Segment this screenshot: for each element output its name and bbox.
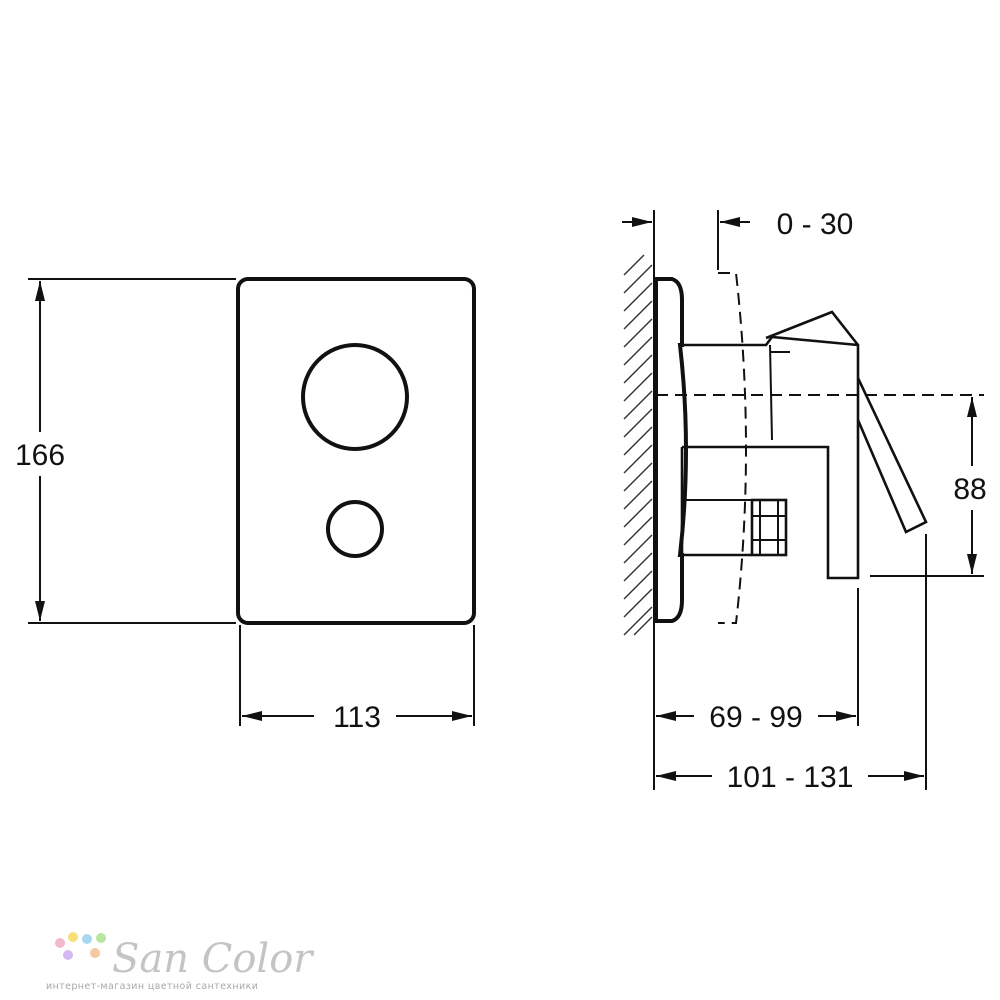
side-view: 0 - 30 88 69 - 99 101 - 131 [622,208,996,795]
large-control-knob [301,343,409,451]
depth-total-label-bg [712,757,868,795]
depth-total-dimension-label: 101 - 131 [727,761,854,794]
depth-body-dimension-label: 69 - 99 [709,701,802,734]
cover-plate [236,277,476,625]
width-label-bg [314,697,396,735]
lever-body [682,335,860,580]
diverter-body [680,447,752,557]
watermark-dot [82,934,92,944]
depth-body-label-bg [694,697,818,735]
centre-height-dimension-label: 88 [953,473,986,506]
width-dimension-label: 113 [333,701,381,734]
small-diverter-knob [326,500,384,558]
height-label-bg [6,432,72,476]
front-view: 166 113 [6,277,476,735]
adjust-dimension-label: 0 - 30 [777,208,854,241]
lever-arm [856,377,928,534]
watermark-logo: San Color интернет-магазин цветной санте… [46,932,315,992]
watermark-dot [63,950,73,960]
side-cover-plate [654,277,688,623]
diverter-nut [750,498,788,557]
watermark-tagline: интернет-магазин цветной сантехники [46,981,258,992]
watermark-brand: San Color [112,936,315,982]
watermark-dot [68,932,78,942]
lever-body-joint [769,344,773,441]
watermark-dot [55,938,65,948]
watermark-dot [96,933,106,943]
adjusted-plate-outline [718,272,747,624]
height-dimension-label: 166 [15,439,65,472]
lever-handle [765,310,860,346]
wall-hatch [623,254,653,636]
centre-height-label-bg [944,466,996,510]
watermark-dot [90,948,100,958]
